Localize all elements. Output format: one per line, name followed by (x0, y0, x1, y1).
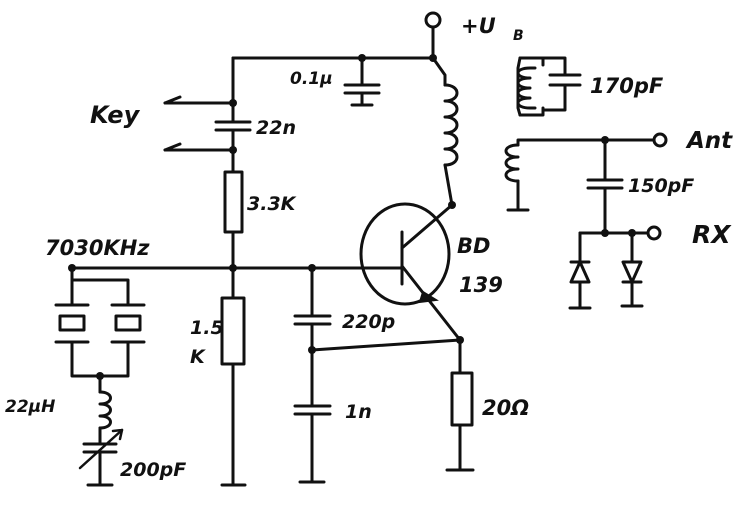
antenna-label: Ant (685, 128, 733, 154)
capacitor-1n-label: 1n (345, 401, 372, 423)
rx-label: RX (692, 220, 732, 249)
key-branch (163, 56, 252, 174)
inductor-crystal-label: 22µH (5, 397, 55, 417)
inductor-collector (431, 56, 459, 209)
supply-rail (231, 11, 442, 62)
supply-terminal (424, 11, 442, 29)
transistor-label-b: 139 (459, 273, 503, 297)
resistor-lower (220, 266, 247, 487)
capacitor-220p (293, 266, 332, 354)
rx-diodes (568, 225, 662, 310)
capacitor-key-label: 22n (256, 117, 296, 139)
capacitor-bypass-label: 0.1µ (290, 69, 333, 89)
resistor-lower-label-b: K (190, 346, 206, 368)
key-label: Key (90, 101, 141, 129)
crystal-label: 7030KHz (45, 236, 150, 260)
resistor-upper (223, 170, 244, 270)
capacitor-bypass (343, 56, 381, 107)
capacitor-150p (586, 138, 624, 237)
capacitor-150p-label: 150pF (628, 175, 694, 197)
antenna-terminal (652, 132, 668, 148)
capacitor-1n (293, 348, 332, 484)
rx-terminal (646, 225, 662, 241)
trimmer-capacitor (78, 428, 124, 487)
resistor-emitter (445, 338, 475, 472)
inductor-crystal (98, 374, 112, 446)
tank-capacitor-label: 170pF (590, 74, 664, 98)
supply-label-sub: B (513, 28, 524, 44)
output-coil (504, 132, 668, 212)
feedback-wire (310, 338, 462, 352)
resistor-emitter-label: 20Ω (482, 396, 529, 420)
resistor-upper-label: 3.3K (247, 193, 297, 215)
trimmer-label: 200pF (120, 459, 186, 481)
crystal-pair (54, 264, 146, 380)
base-line (70, 264, 404, 272)
resistor-lower-label-a: 1.5 (190, 317, 224, 339)
capacitor-220p-label: 220p (342, 311, 395, 333)
tank-circuit (516, 56, 582, 117)
transistor-label-a: BD (457, 234, 490, 258)
supply-label: +U (461, 14, 496, 38)
